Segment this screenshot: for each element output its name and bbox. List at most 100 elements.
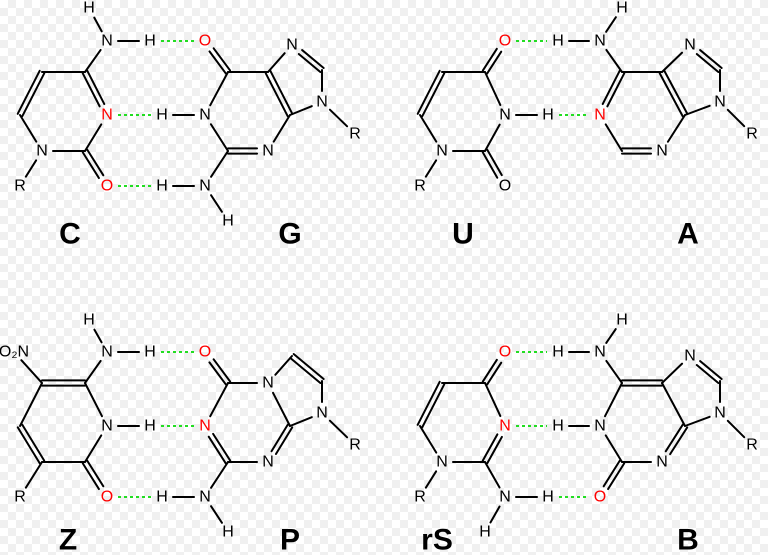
- bond-B-13-14: [726, 419, 746, 439]
- atom-A-9: N: [684, 37, 696, 54]
- bond-C-0-3: [84, 48, 102, 73]
- bond-C-3-4: [86, 69, 106, 106]
- atom-B-0: H: [552, 344, 564, 361]
- bond-G-9-10: [264, 72, 289, 118]
- bond-P-12-8: [289, 416, 313, 427]
- atom-Z-5: H: [144, 418, 156, 435]
- atom-G-5: N: [199, 178, 211, 195]
- bond-G-0-1: [208, 50, 227, 75]
- bond-Z-0-1: [93, 328, 103, 344]
- bond-A-8-9: [661, 51, 684, 73]
- bond-B-8-9: [664, 423, 684, 453]
- bond-A-7-8: [663, 69, 689, 115]
- bond-C-5-6: [81, 151, 100, 180]
- bond-A-1-3: [605, 48, 623, 73]
- atom-B-4: N: [594, 418, 606, 435]
- bond-B-10-11: [661, 362, 684, 384]
- atom-P-2: N: [199, 418, 211, 435]
- bond-U-6-7: [424, 159, 438, 178]
- atom-B-14: R: [746, 437, 758, 454]
- bond-Z-6-7: [86, 459, 105, 488]
- label-left-3: Z: [59, 524, 77, 555]
- atom-C-1: H: [83, 0, 95, 17]
- atom-rS-0: O: [499, 344, 511, 361]
- bond-U-8-9: [416, 69, 441, 115]
- atom-A-6: N: [656, 143, 668, 160]
- atom-G-2: N: [199, 107, 211, 124]
- atom-U-0: O: [499, 33, 511, 50]
- bond-U-0-1: [481, 47, 498, 72]
- atom-C-2: H: [144, 33, 156, 50]
- bond-Z-3-4: [84, 382, 103, 418]
- atom-Z-9: R: [14, 489, 26, 506]
- bond-B-1-3: [605, 359, 623, 384]
- atom-C-4: N: [101, 107, 113, 124]
- atom-Z-0: N: [101, 344, 113, 361]
- bond-C-7-9: [19, 114, 38, 143]
- covalent-bonds: [16, 16, 746, 524]
- atom-Z-4: N: [101, 418, 113, 435]
- bond-A-11-7: [684, 104, 711, 116]
- bond-C-5-6: [86, 148, 105, 177]
- label-right-2: A: [677, 218, 699, 251]
- bond-P-4-6: [210, 505, 223, 524]
- atom-A-11: N: [714, 94, 726, 111]
- bond-A-6-7: [666, 114, 686, 143]
- bond-B-6-7: [602, 459, 621, 488]
- atom-P-0: O: [199, 344, 211, 361]
- atom-P-6: H: [222, 524, 234, 541]
- bond-U-2-4: [484, 123, 501, 152]
- bond-G-10-11: [267, 52, 286, 73]
- atom-U-2: N: [499, 107, 511, 124]
- bond-U-0-1: [486, 50, 503, 75]
- bond-A-11-12: [726, 108, 746, 128]
- atom-G-7: H: [222, 213, 234, 230]
- bond-G-2-4: [209, 123, 229, 152]
- atom-C-0: N: [101, 33, 113, 50]
- hydrogen-bonds: [118, 40, 589, 498]
- bond-P-1-2: [209, 382, 229, 418]
- atom-Z-7: O: [101, 489, 113, 506]
- atom-C-8: R: [14, 178, 26, 195]
- bond-A-7-8: [658, 72, 684, 118]
- bond-Z-4-6: [84, 434, 103, 463]
- label-right-1: G: [278, 218, 301, 251]
- bond-rS-2-3: [486, 435, 503, 465]
- bond-rS-0-1: [486, 361, 503, 386]
- atom-B-1: N: [594, 344, 606, 361]
- bond-U-6-8: [419, 114, 438, 143]
- atom-P-7: N: [262, 454, 274, 471]
- bond-rS-7-8: [424, 470, 438, 489]
- bond-rS-3-4: [484, 461, 501, 489]
- bond-B-4-6: [604, 434, 623, 463]
- bond-P-12-13: [328, 419, 349, 439]
- bond-P-0-1: [212, 358, 232, 383]
- bond-B-1-2: [605, 328, 617, 344]
- bond-B-3-4: [604, 382, 623, 418]
- bond-Z-10-11: [19, 382, 43, 427]
- bond-P-7-8: [274, 426, 294, 455]
- atom-G-8: N: [262, 143, 274, 160]
- bond-P-7-8: [270, 423, 289, 453]
- atom-C-6: O: [101, 178, 113, 195]
- bond-B-6-7: [607, 462, 626, 491]
- label-left-4: rS: [421, 524, 453, 555]
- atom-A-2: H: [616, 0, 628, 17]
- bond-Z-8-10: [16, 426, 41, 465]
- bond-U-4-5: [481, 151, 499, 179]
- bond-P-10-11: [292, 353, 325, 381]
- atom-G-6: H: [156, 178, 168, 195]
- atom-U-5: O: [499, 178, 511, 195]
- bond-Z-6-7: [81, 462, 100, 491]
- atom-P-12: N: [316, 405, 328, 422]
- atom-P-4: N: [199, 489, 211, 506]
- atom-B-13: N: [714, 405, 726, 422]
- atom-G-13: N: [316, 94, 328, 111]
- bond-B-11-12: [699, 360, 723, 381]
- bond-G-9-10: [269, 69, 294, 115]
- bond-P-3-4: [210, 461, 229, 489]
- atom-rS-5: H: [542, 489, 554, 506]
- atom-Z-2: H: [144, 344, 156, 361]
